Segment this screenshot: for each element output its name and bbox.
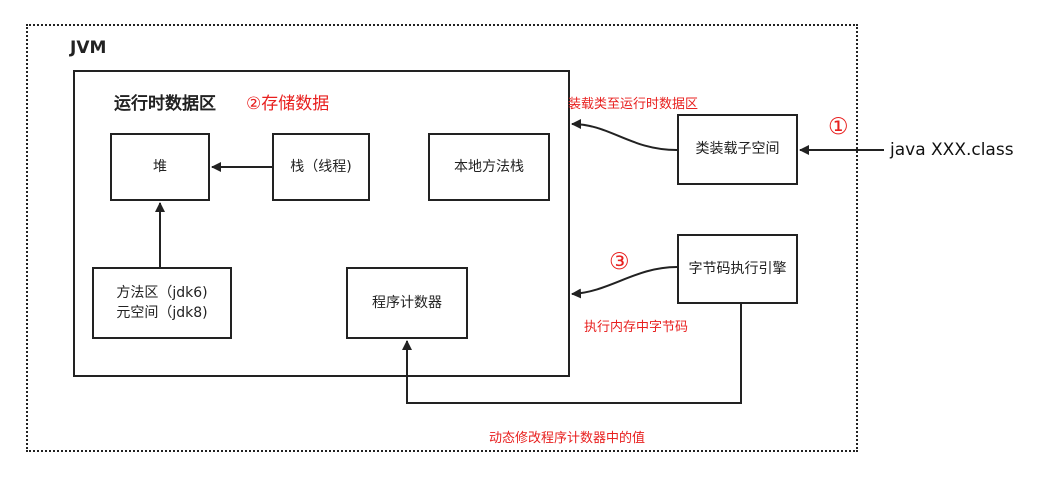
execution-engine-box: 字节码执行引擎 (677, 234, 798, 304)
engine-to-pc-arrow (402, 304, 742, 404)
storage-note: ②存储数据 (246, 94, 330, 114)
native-method-stack-label: 本地方法栈 (454, 158, 524, 175)
method-area-labels: 方法区（jdk6) 元空间（jdk8) (116, 283, 207, 324)
heap-label: 堆 (153, 158, 167, 175)
jvm-label: JVM (70, 38, 107, 58)
runtime-data-area (73, 70, 570, 377)
program-counter-box: 程序计数器 (346, 267, 468, 339)
class-loader-box: 类装载子空间 (677, 114, 798, 185)
class-loader-label: 类装载子空间 (695, 141, 780, 158)
step-3-marker: ③ (609, 249, 630, 275)
native-method-stack-box: 本地方法栈 (428, 133, 550, 201)
load-classes-note: 装载类至运行时数据区 (568, 97, 699, 112)
heap-box: 堆 (110, 133, 210, 201)
step-1-marker: ① (828, 114, 849, 140)
method-area-label: 方法区（jdk6) (116, 284, 208, 301)
program-counter-label: 程序计数器 (372, 294, 442, 311)
stack-label: 栈（线程) (290, 158, 352, 175)
stack-box: 栈（线程) (272, 133, 370, 201)
execution-engine-label: 字节码执行引擎 (688, 260, 787, 277)
class-file-input-label: java XXX.class (890, 140, 1014, 160)
loader-to-runtime-arrow (571, 119, 678, 151)
execute-bytecode-note: 执行内存中字节码 (584, 320, 689, 335)
engine-to-runtime-arrow (571, 266, 678, 299)
metaspace-label: 元空间（jdk8) (116, 305, 208, 321)
runtime-area-title: 运行时数据区 (114, 94, 216, 114)
method-area-box: 方法区（jdk6) 元空间（jdk8) (92, 267, 232, 339)
jvm-boundary (26, 24, 858, 452)
modify-pc-note: 动态修改程序计数器中的值 (489, 431, 646, 446)
